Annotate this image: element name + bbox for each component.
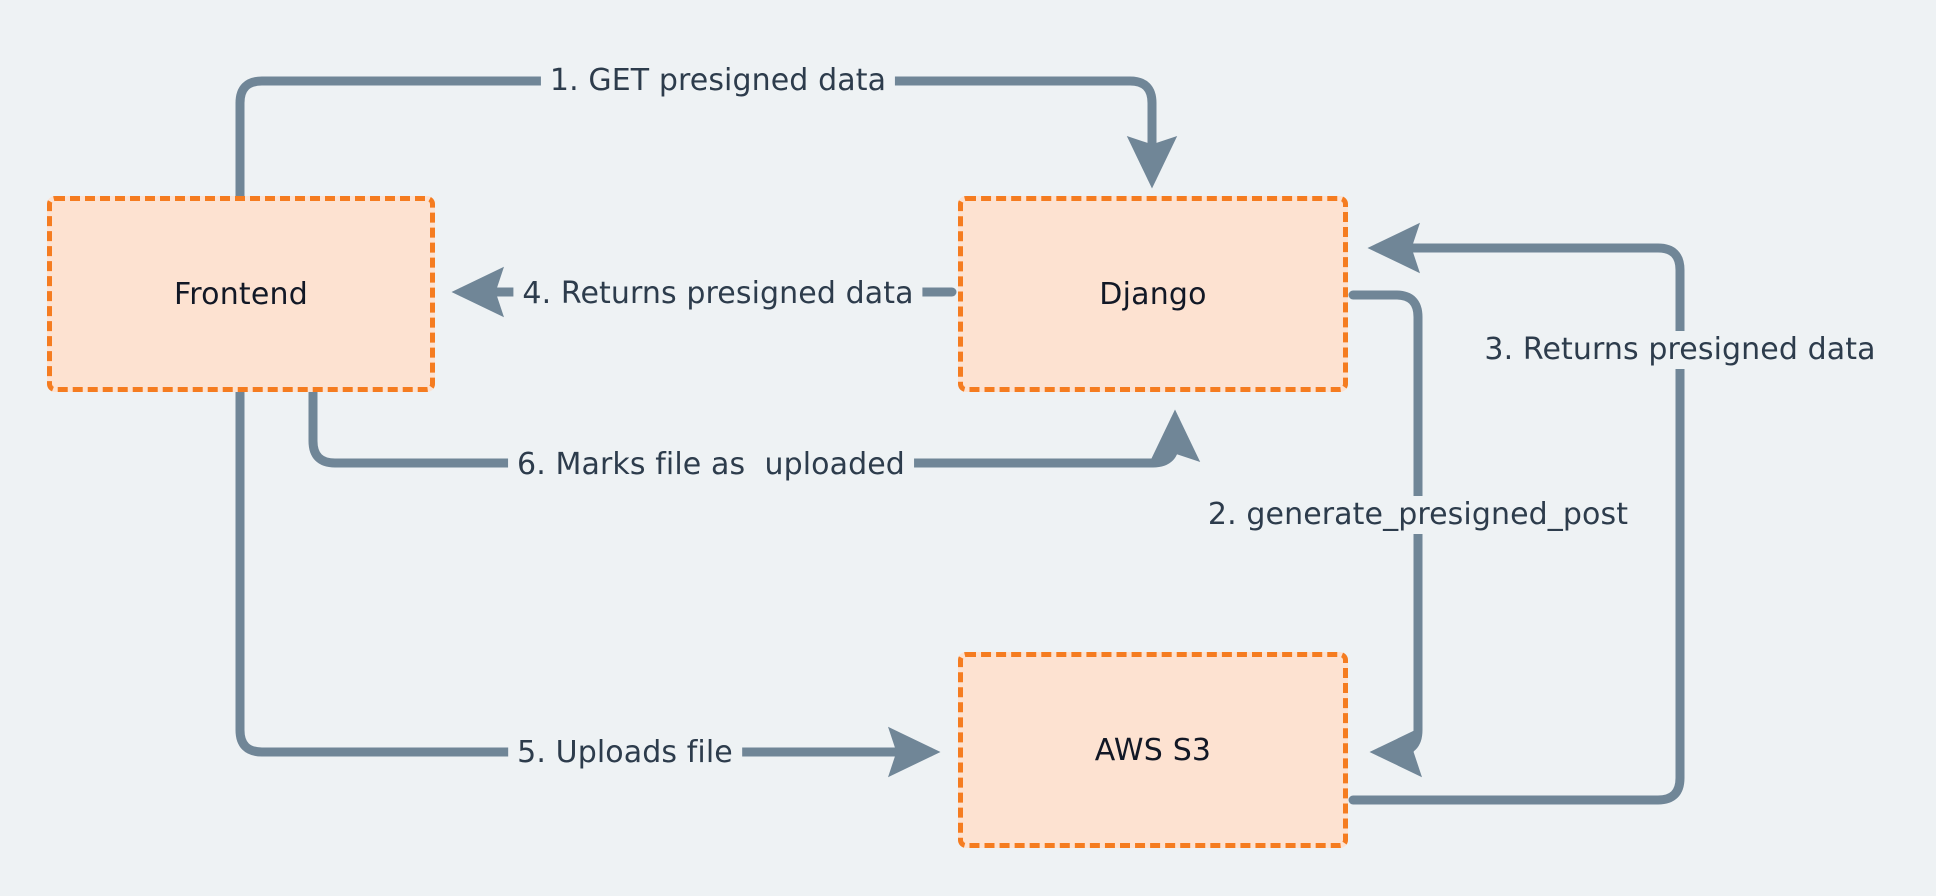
edge-3-path — [1348, 222, 1685, 805]
edge-2-label: 2. generate_presigned_post — [1198, 496, 1638, 534]
edge-3-label: 3. Returns presigned data — [1475, 331, 1885, 369]
node-aws-s3[interactable]: AWS S3 — [958, 652, 1348, 848]
node-frontend-label: Frontend — [174, 276, 308, 312]
edge-5-label: 5. Uploads file — [508, 734, 742, 772]
edge-4-label: 4. Returns presigned data — [513, 275, 923, 313]
node-aws-s3-label: AWS S3 — [1094, 732, 1212, 768]
edge-6-label: 6. Marks file as uploaded — [508, 446, 914, 484]
node-frontend[interactable]: Frontend — [47, 196, 435, 392]
node-django[interactable]: Django — [958, 196, 1348, 392]
node-django-label: Django — [1099, 276, 1207, 312]
edge-5-path — [235, 387, 941, 778]
edge-1-label: 1. GET presigned data — [540, 62, 896, 100]
